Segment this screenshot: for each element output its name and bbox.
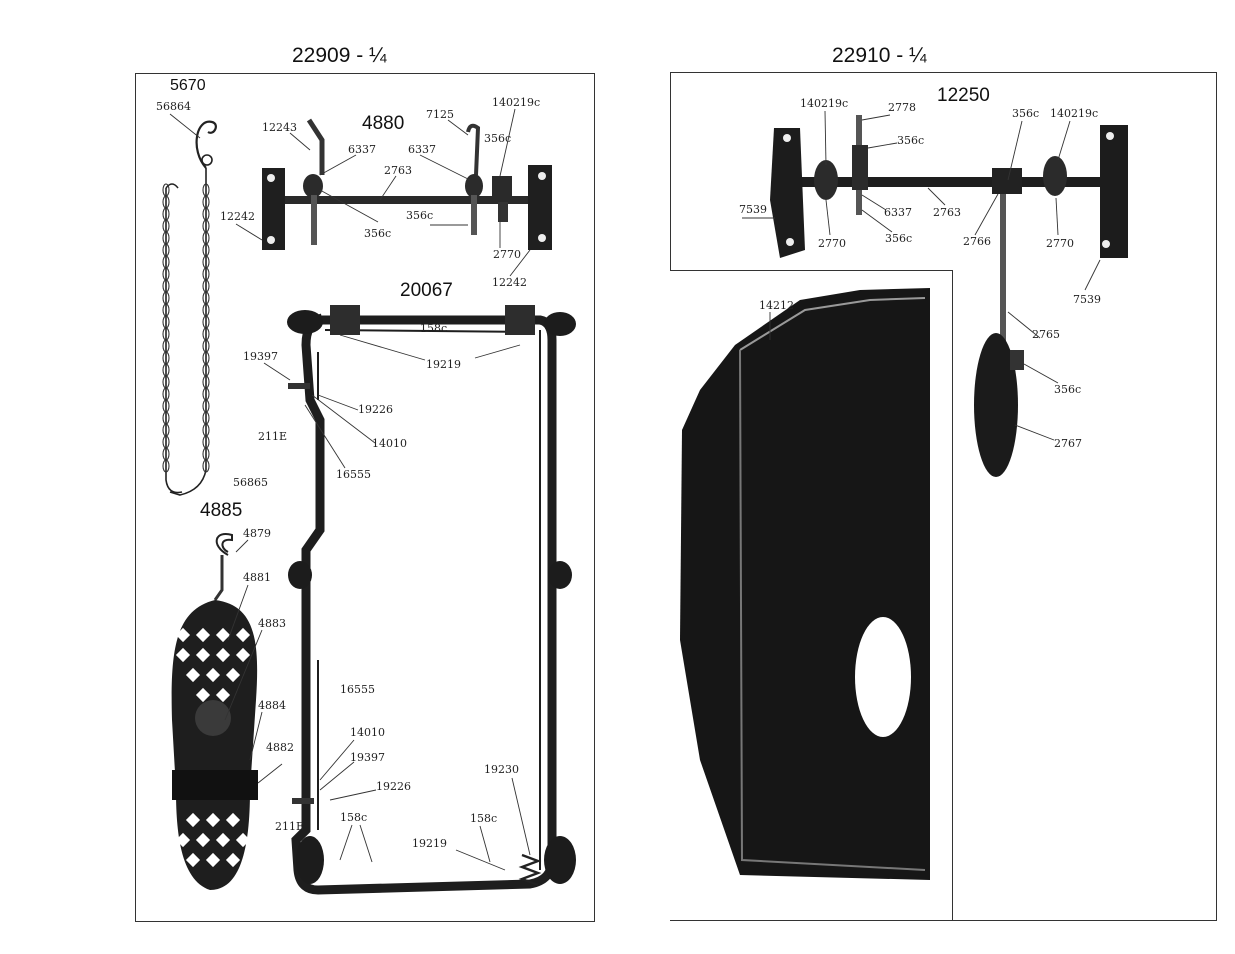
part-label: 4883 xyxy=(258,617,286,630)
part-label: 19226 xyxy=(358,403,393,416)
part-label: 4884 xyxy=(258,699,286,712)
lattice-hole xyxy=(185,812,201,828)
part-label: 356c xyxy=(364,227,392,240)
pedal-12250-drawing xyxy=(770,115,1128,477)
pan-14212-drawing xyxy=(680,288,930,880)
part-label: 6337 xyxy=(348,143,376,156)
frame-feet xyxy=(287,305,576,884)
part-label: 158c xyxy=(340,811,368,824)
part-label: 19219 xyxy=(426,358,461,371)
part-label: 12242 xyxy=(492,276,527,289)
part-label: 6337 xyxy=(884,206,912,219)
part-label: 356c xyxy=(1012,107,1040,120)
part-label: 211E xyxy=(258,430,288,443)
part-label: 2770 xyxy=(1046,237,1074,250)
assembly-label-12250: 12250 xyxy=(937,85,990,106)
part-label: 19397 xyxy=(243,350,278,363)
lattice-hole xyxy=(215,832,231,848)
chain-links xyxy=(162,183,210,473)
part-label: 356c xyxy=(897,134,925,147)
lattice-hole xyxy=(205,852,221,868)
part-label: 14010 xyxy=(372,437,407,450)
part-label: 2770 xyxy=(818,237,846,250)
part-label: 2763 xyxy=(933,206,961,219)
part-label: 16555 xyxy=(340,683,375,696)
part-label: 140219c xyxy=(800,97,849,110)
frame-spring xyxy=(518,853,542,887)
part-label: 7125 xyxy=(426,108,454,121)
lattice-hole xyxy=(205,667,221,683)
lattice-hole xyxy=(195,647,211,663)
part-label: 158c xyxy=(470,812,498,825)
assembly-label-4885: 4885 xyxy=(200,500,243,521)
part-label: 19226 xyxy=(376,780,411,793)
part-label: 356c xyxy=(1054,383,1082,396)
part-label: 158c xyxy=(420,322,448,335)
assembly-label-5670: 5670 xyxy=(170,77,206,94)
part-label: 14212 xyxy=(759,299,794,312)
chain-link xyxy=(202,459,210,473)
part-label: 14010 xyxy=(350,726,385,739)
lattice-hole xyxy=(185,667,201,683)
lattice-hole xyxy=(225,852,241,868)
part-label: 12242 xyxy=(220,210,255,223)
pedal-4880-drawing xyxy=(262,118,552,250)
part-label: 356c xyxy=(885,232,913,245)
part-label: 6337 xyxy=(408,143,436,156)
chain-drawing xyxy=(165,120,217,496)
frame-bolts xyxy=(288,383,314,804)
part-label: 4882 xyxy=(266,741,294,754)
lattice-hole xyxy=(175,832,191,848)
lattice-hole xyxy=(225,812,241,828)
right-plate-title: 22910 - ¼ xyxy=(832,44,927,67)
part-label: 2767 xyxy=(1054,437,1082,450)
lattice-hole xyxy=(235,832,251,848)
part-label: 56864 xyxy=(156,100,191,113)
part-label: 2766 xyxy=(963,235,991,248)
left-plate-title: 22909 - ¼ xyxy=(292,44,387,67)
part-label: 140219c xyxy=(1050,107,1099,120)
part-label: 16555 xyxy=(336,468,371,481)
part-label: 2765 xyxy=(1032,328,1060,341)
part-label: 140219c xyxy=(492,96,541,109)
lattice-hole xyxy=(195,687,211,703)
part-label: 7539 xyxy=(1073,293,1101,306)
lattice-hole xyxy=(195,627,211,643)
lattice-hole xyxy=(175,627,191,643)
part-label: 7539 xyxy=(739,203,767,216)
part-label: 4879 xyxy=(243,527,271,540)
frame-20067-drawing xyxy=(291,313,557,895)
chain-link xyxy=(162,459,170,473)
part-label: 2770 xyxy=(493,248,521,261)
assembly-label-4880: 4880 xyxy=(362,113,405,134)
assembly-label-20067: 20067 xyxy=(400,280,453,301)
part-label: 19219 xyxy=(412,837,447,850)
part-label: 356c xyxy=(406,209,434,222)
part-label: 2778 xyxy=(888,101,916,114)
part-label: 12243 xyxy=(262,121,297,134)
part-label: 356c xyxy=(484,132,512,145)
part-label: 19397 xyxy=(350,751,385,764)
part-label: 19230 xyxy=(484,763,519,776)
part-label: 2763 xyxy=(384,164,412,177)
part-label: 211E xyxy=(275,820,305,833)
part-label: 4881 xyxy=(243,571,271,584)
lattice-hole xyxy=(205,812,221,828)
lattice-hole xyxy=(175,647,191,663)
lattice-hole xyxy=(195,832,211,848)
part-label: 56865 xyxy=(233,476,268,489)
lattice-hole xyxy=(185,852,201,868)
